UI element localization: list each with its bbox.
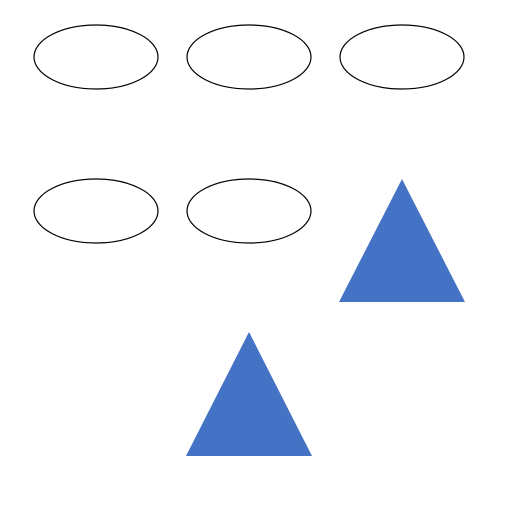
ellipse-2	[186, 24, 312, 90]
ellipse-5	[186, 178, 312, 244]
ellipse-1	[33, 24, 159, 90]
ellipse-4	[33, 178, 159, 244]
triangle-1	[339, 179, 465, 302]
ellipse-3	[339, 24, 465, 90]
triangle-2	[186, 332, 312, 456]
